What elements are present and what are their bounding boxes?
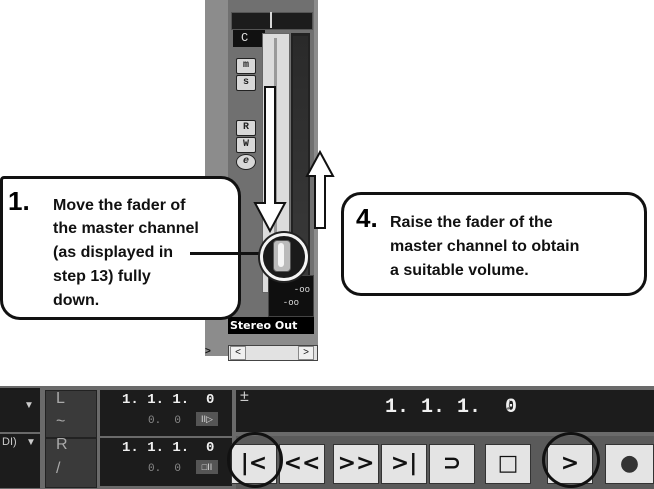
music-note-icon: ♩ [505,394,523,414]
callout-4-number: 4. [356,203,378,233]
callout-1-line-2: the master channel [53,220,199,237]
arrow-down-icon [253,86,287,234]
track-info-bottom [0,434,40,488]
callout-1-number: 1. [8,186,30,216]
strip-edge-arrow[interactable]: > [205,346,211,357]
left-locator-subtime: 0. 0 [148,415,182,427]
scroll-right-button[interactable]: > [298,346,314,360]
callout-1-leader-line [190,252,262,255]
left-locator-marker[interactable]: L [56,390,65,407]
right-locator-marker[interactable]: R [56,436,68,453]
midi-input-label[interactable]: DI) [2,436,17,448]
left-locator-time[interactable]: 1. 1. 1. 0 [122,392,215,408]
right-ramp-icon: / [56,460,61,477]
mixer-scrollbar[interactable] [228,345,318,361]
left-locator-button[interactable]: II▷ [196,412,218,426]
channel-name: Stereo Out [228,317,314,334]
fast-forward-button[interactable]: >> [333,444,379,484]
solo-button[interactable]: s [236,75,256,91]
callout-step-4 [341,192,647,296]
right-locator-panel [45,438,97,488]
main-position-display [236,390,654,432]
go-to-end-button[interactable]: >| [381,444,427,484]
left-ramp-icon: ~ [56,413,66,430]
rewind-button[interactable]: << [279,444,325,484]
edit-channel-button[interactable]: e [236,154,256,170]
callout-1-line-1: Move the fader of [53,197,186,214]
stop-button[interactable]: □ [485,444,531,484]
fader-cap-line [278,243,284,267]
nudge-plus-minus[interactable]: ± [240,388,249,405]
dropdown-arrow-icon[interactable]: ▼ [26,437,36,448]
callout-step-1 [0,176,241,320]
arrow-up-icon [305,150,335,229]
right-locator-time[interactable]: 1. 1. 1. 0 [122,440,215,456]
scroll-left-button[interactable]: < [230,346,246,360]
level-meter-display [293,36,308,286]
pan-control[interactable] [231,12,313,30]
volume-readout: -oo [282,298,299,308]
main-position-time[interactable]: 1. 1. 1. 0 [385,396,518,419]
right-locator-button[interactable]: □II [196,460,218,474]
peak-readout: -oo [293,285,310,295]
callout-1-line-4: step 13) fully [53,268,151,285]
highlight-circle-go-to-start [227,432,283,488]
highlight-circle-play [542,432,600,488]
write-automation-button[interactable]: W [236,137,256,153]
mute-button[interactable]: m [236,58,256,74]
callout-4-line-1: Raise the fader of the [390,214,553,231]
record-button[interactable]: ● [605,444,654,484]
callout-1-line-5: down. [53,292,100,309]
pan-indicator [270,12,272,28]
level-readout: -oo -oo [268,275,314,317]
right-locator-subtime: 0. 0 [148,463,182,475]
dropdown-arrow-icon[interactable]: ▼ [24,400,34,411]
read-automation-button[interactable]: R [236,120,256,136]
cycle-button[interactable]: ⊃ [429,444,475,484]
callout-4-line-3: a suitable volume. [390,262,529,279]
callout-4-line-2: master channel to obtain [390,238,580,255]
left-locator-panel [45,390,97,438]
track-info-top [0,388,40,432]
pan-value: C [233,30,265,47]
callout-1-line-3: (as displayed in [53,244,174,261]
